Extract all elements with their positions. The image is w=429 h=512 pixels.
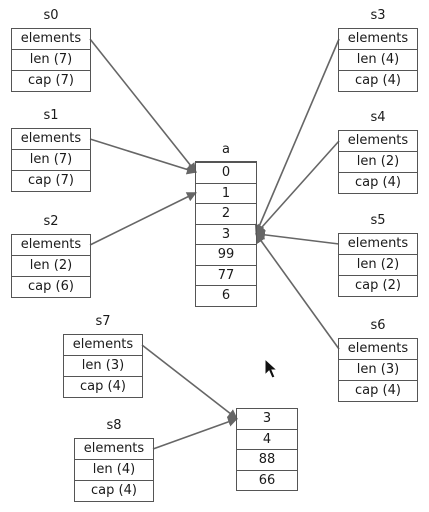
slice-s6: s6 elements len (3) cap (4)	[338, 318, 418, 402]
elements-field: elements	[20, 31, 82, 46]
array-cell: 88	[237, 449, 297, 470]
len-field: len (7)	[12, 49, 90, 70]
array-cell: 3	[196, 223, 256, 245]
slice-name: s2	[43, 214, 59, 229]
array-cell: 1	[196, 182, 256, 204]
slice-s4: s4 elements len (2) cap (4)	[338, 110, 418, 194]
slice-s2: s2 elements len (2) cap (6)	[11, 214, 91, 298]
arrow-s3	[254, 38, 340, 235]
slice-name: s3	[370, 8, 386, 23]
array-cell: 4	[237, 428, 297, 450]
cap-field: cap (2)	[339, 275, 417, 296]
cap-field: cap (6)	[12, 276, 90, 297]
len-field: len (7)	[12, 149, 90, 170]
array-cell: 99	[196, 244, 256, 265]
slice-s1: s1 elements len (7) cap (7)	[11, 108, 91, 192]
array-name: a	[222, 142, 230, 157]
elements-field: elements	[347, 31, 409, 46]
cap-field: cap (4)	[339, 380, 417, 401]
cap-field: cap (4)	[75, 480, 153, 501]
slice-name: s7	[95, 314, 111, 329]
cap-field: cap (4)	[339, 172, 417, 193]
elements-field: elements	[83, 441, 145, 456]
arrow-s4	[255, 140, 340, 235]
arrow-s0	[89, 38, 197, 174]
array-cell: 77	[196, 264, 256, 286]
cap-field: cap (7)	[12, 170, 90, 191]
slice-s8: s8 elements len (4) cap (4)	[74, 418, 154, 502]
slice-name: s6	[370, 318, 386, 333]
arrow-s6	[255, 232, 340, 350]
slice-s7: s7 elements len (3) cap (4)	[63, 314, 143, 398]
arrow-s5	[255, 229, 340, 245]
array-b: 3 4 88 66	[236, 408, 298, 491]
slice-s5: s5 elements len (2) cap (2)	[338, 213, 418, 297]
array-cell: 6	[196, 285, 256, 306]
mouse-cursor-icon	[264, 358, 278, 379]
array-a: a 0 1 2 3 99 77 6	[195, 142, 257, 307]
elements-field: elements	[347, 341, 409, 356]
len-field: len (2)	[339, 254, 417, 275]
elements-field: elements	[20, 131, 82, 146]
len-field: len (3)	[339, 359, 417, 380]
slice-name: s4	[370, 110, 386, 125]
slice-s0: s0 elements len (7) cap (7)	[11, 8, 91, 92]
slice-name: s0	[43, 8, 59, 23]
slice-name: s5	[370, 213, 386, 228]
cap-field: cap (7)	[12, 70, 90, 91]
arrow-s7	[141, 344, 238, 420]
arrow-s1	[89, 138, 197, 175]
len-field: len (2)	[339, 151, 417, 172]
len-field: len (4)	[75, 459, 153, 480]
slice-name: s8	[106, 418, 122, 433]
slice-name: s1	[43, 108, 59, 123]
array-cell: 0	[196, 162, 256, 183]
slice-s3: s3 elements len (4) cap (4)	[338, 8, 418, 92]
elements-field: elements	[347, 236, 409, 251]
arrow-s8	[152, 417, 238, 450]
len-field: len (4)	[339, 49, 417, 70]
len-field: len (2)	[12, 255, 90, 276]
len-field: len (3)	[64, 355, 142, 376]
arrow-s2	[89, 192, 197, 246]
array-cell: 2	[196, 203, 256, 224]
elements-field: elements	[20, 237, 82, 252]
elements-field: elements	[347, 133, 409, 148]
array-cell: 66	[237, 469, 297, 491]
cap-field: cap (4)	[339, 70, 417, 91]
array-cell: 3	[262, 411, 272, 426]
cap-field: cap (4)	[64, 376, 142, 397]
elements-field: elements	[72, 337, 134, 352]
